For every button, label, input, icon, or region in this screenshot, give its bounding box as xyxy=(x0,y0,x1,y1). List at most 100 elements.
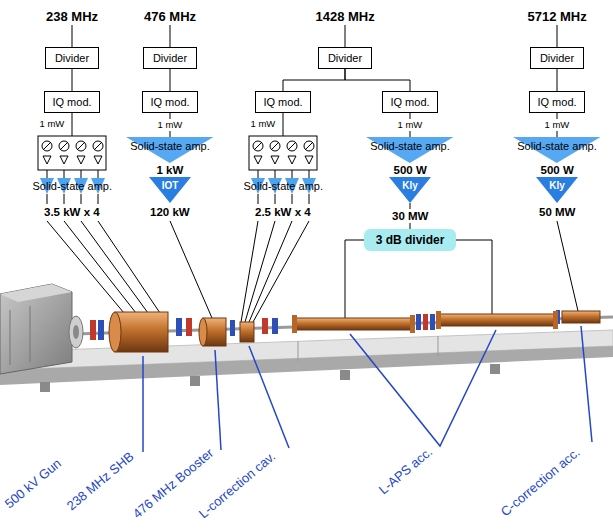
rf-connector xyxy=(557,69,558,91)
beamline xyxy=(0,284,613,392)
amplifier-label: Solid-state amp. xyxy=(33,180,112,193)
leader-line xyxy=(350,330,496,446)
triangle-shape xyxy=(149,177,191,203)
power-label: 1 mW xyxy=(542,119,571,131)
magnet xyxy=(262,318,268,334)
rf-wire xyxy=(258,170,309,178)
structure-flange xyxy=(292,315,297,333)
node-text: IQ mod. xyxy=(150,92,189,112)
power-label: 120 kW xyxy=(150,205,190,219)
node-text: Divider xyxy=(326,48,364,68)
rf-module-box: IQ mod. xyxy=(255,91,310,113)
rf-wire xyxy=(241,221,309,322)
rf-connector xyxy=(283,69,345,91)
rf-wire xyxy=(170,221,212,318)
magnet xyxy=(272,318,278,334)
frequency-label: 1428 MHz xyxy=(316,9,375,24)
node-text: IOT xyxy=(149,180,191,192)
structure-flange xyxy=(553,311,558,329)
amplifier-label: Solid-state amp. xyxy=(244,180,323,193)
power-label: 2.5 kW x 4 xyxy=(255,205,311,219)
node-text: Divider xyxy=(151,48,189,68)
power-label: 50 MW xyxy=(539,205,575,219)
rf-wire xyxy=(72,25,73,47)
gun-flange xyxy=(73,325,79,339)
frequency-label: 5712 MHz xyxy=(528,9,587,24)
leader-line xyxy=(581,326,592,442)
rf-wire xyxy=(47,194,98,204)
rf-module-box: Divider xyxy=(45,47,99,69)
node-text: Solid-state amp. xyxy=(370,140,449,153)
rf-module-box: Divider xyxy=(318,47,372,69)
c-band-structure xyxy=(562,311,600,323)
accelerating-structure xyxy=(295,318,412,330)
rf-connector xyxy=(170,69,171,91)
solenoid xyxy=(416,314,421,330)
power-label: 500 W xyxy=(392,163,429,177)
component-label: C-correction acc. xyxy=(498,445,584,520)
magnet xyxy=(98,320,104,340)
power-label: 1 mW xyxy=(155,119,184,131)
accelerating-structure xyxy=(438,314,556,326)
power-label: 30 MW xyxy=(390,209,430,223)
amplifier-triangle: Solid-state amp. xyxy=(126,137,213,163)
node-text: IQ mod. xyxy=(263,92,302,112)
rf-module-box: IQ mod. xyxy=(44,91,99,113)
component-label: L-APS acc. xyxy=(376,444,436,498)
rf-wire xyxy=(72,113,73,136)
rf-wire xyxy=(345,240,364,318)
tube-amplifier-triangle: Kly xyxy=(389,177,431,203)
node-text: IQ mod. xyxy=(537,92,576,112)
tube-amplifier-triangle: IOT xyxy=(149,177,191,203)
node-text: Solid-state amp. xyxy=(517,140,596,153)
gun-flange xyxy=(69,316,83,348)
rf-wire xyxy=(557,221,578,311)
rf-module-box: Divider xyxy=(530,47,584,69)
girder-front xyxy=(0,346,613,385)
tube-amplifier-triangle: Kly xyxy=(536,177,578,203)
buncher-end xyxy=(109,312,121,352)
frequency-label: 476 MHz xyxy=(144,9,196,24)
leader-line xyxy=(215,350,221,450)
node-text: Divider xyxy=(53,48,91,68)
structure-flange xyxy=(410,315,415,333)
rf-module-box: Divider xyxy=(143,47,197,69)
magnet xyxy=(176,318,182,336)
gun-top xyxy=(0,284,72,302)
phase-shifter-box xyxy=(38,136,106,170)
node-text: 3 dB divider xyxy=(364,229,456,251)
subharmonic-buncher xyxy=(115,312,168,352)
component-label: 500 kV Gun xyxy=(2,456,65,512)
leader-line xyxy=(142,356,144,452)
triangle-shape xyxy=(513,137,600,163)
rf-wire xyxy=(47,170,98,178)
gun-detail xyxy=(10,306,30,365)
correction-cavity xyxy=(240,322,254,342)
amplifier-triangle: Solid-state amp. xyxy=(513,137,600,163)
divider-box: 3 dB divider xyxy=(364,229,456,251)
support xyxy=(40,382,50,392)
triangle-shape xyxy=(126,137,213,163)
component-label: 238 MHz SHB xyxy=(64,449,137,514)
rf-module-box: IQ mod. xyxy=(382,91,437,113)
leader-lines xyxy=(143,326,592,452)
triangle-shape xyxy=(389,177,431,203)
triangle-shape xyxy=(536,177,578,203)
node-text: IQ mod. xyxy=(390,92,429,112)
magnet xyxy=(90,320,96,340)
power-label: 1 mW xyxy=(40,118,65,130)
magnet xyxy=(230,320,235,336)
node-text: Solid-state amp. xyxy=(130,140,209,153)
rf-wire xyxy=(170,25,171,47)
node-text: IQ mod. xyxy=(52,92,91,112)
leader-line xyxy=(249,346,289,448)
frequency-label: 238 MHz xyxy=(46,9,98,24)
rf-wire xyxy=(258,194,309,204)
node-text: Kly xyxy=(536,180,578,192)
amplifier-triangle: Solid-state amp. xyxy=(366,137,453,163)
node-text: Divider xyxy=(538,48,576,68)
rf-connector xyxy=(72,69,73,91)
